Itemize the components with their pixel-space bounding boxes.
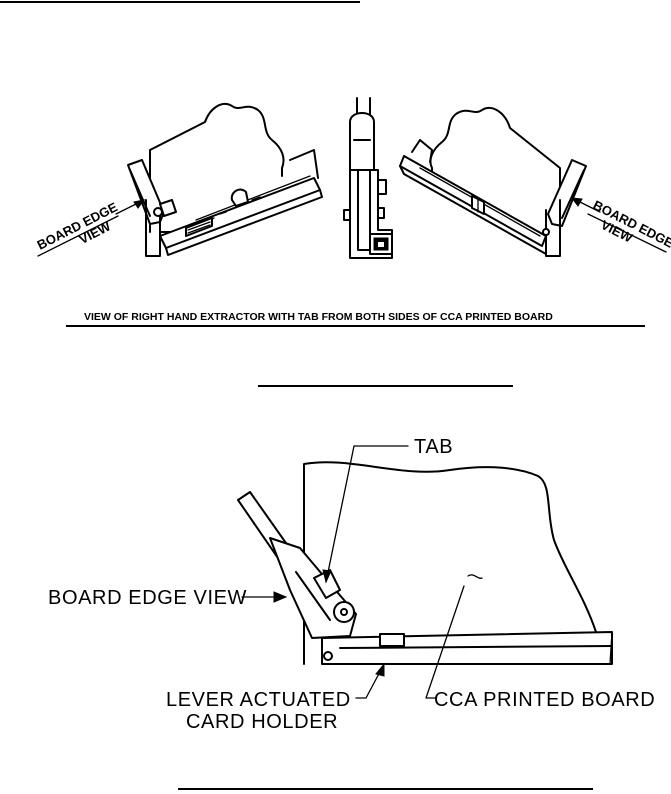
center-edge-view	[343, 97, 393, 259]
top-caption: VIEW OF RIGHT HAND EXTRACTOR WITH TAB FR…	[84, 311, 553, 323]
lever-label-line2: CARD HOLDER	[186, 711, 338, 733]
board-edge-view-label: BOARD EDGE VIEW	[48, 587, 247, 609]
bottom-detail-view	[237, 461, 613, 665]
lever-label-line1: LEVER ACTUATED	[166, 689, 351, 711]
left-extractor-view: BOARD EDGE VIEW	[35, 103, 323, 257]
board-edge-callout: BOARD EDGE VIEW	[48, 587, 288, 609]
tab-label: TAB	[414, 436, 453, 458]
cca-board-callout: CCA PRINTED BOARD	[425, 585, 655, 711]
right-extractor-view: BOARD EDGE VIEW	[399, 107, 671, 257]
lever-callout: LEVER ACTUATED CARD HOLDER	[166, 662, 385, 733]
cca-board-label: CCA PRINTED BOARD	[434, 689, 655, 711]
tab-callout: TAB	[322, 436, 453, 584]
